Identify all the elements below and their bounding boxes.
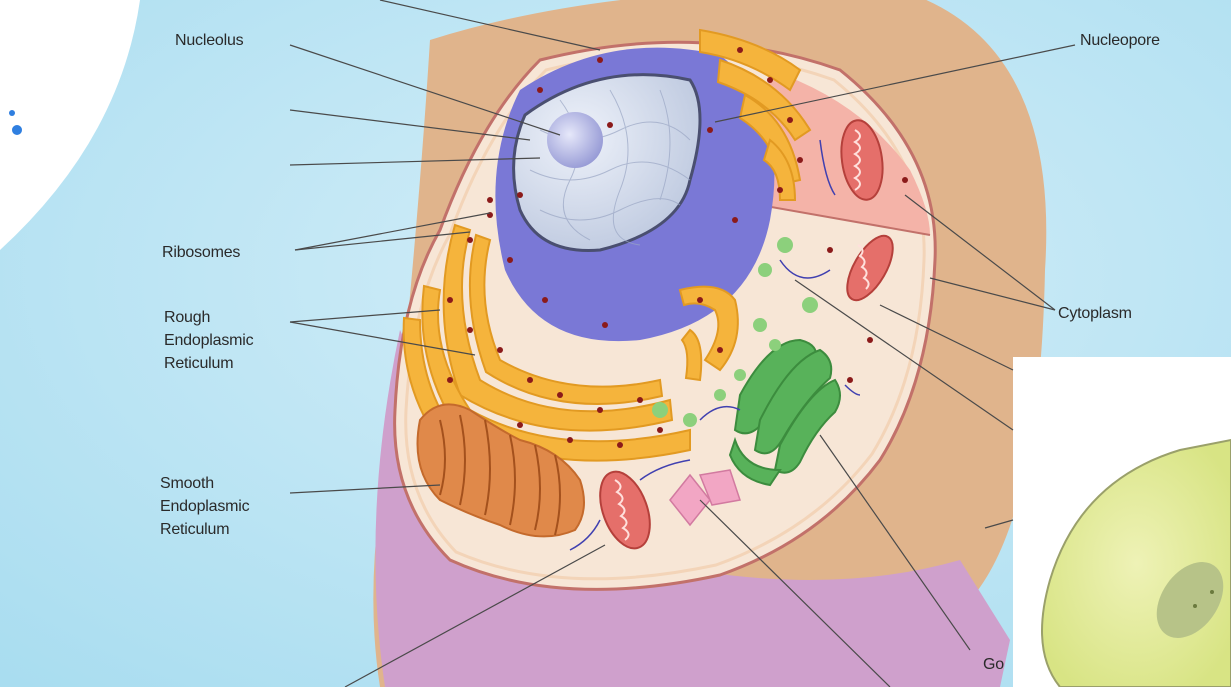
label-smooth-er: Smooth Endoplasmic Reticulum bbox=[160, 472, 249, 541]
label-golgi-partial: Go bbox=[983, 653, 1004, 676]
cursor-dot-small bbox=[9, 110, 15, 116]
label-nucleopore: Nucleopore bbox=[1080, 29, 1160, 52]
nucleolus bbox=[547, 112, 603, 168]
label-cytoplasm: Cytoplasm bbox=[1058, 302, 1132, 325]
plant-cell-dot bbox=[1210, 590, 1214, 594]
label-nucleolus: Nucleolus bbox=[175, 29, 243, 52]
label-rough-er: Rough Endoplasmic Reticulum bbox=[164, 306, 253, 375]
label-ribosomes: Ribosomes bbox=[162, 241, 240, 264]
cursor-dot bbox=[12, 125, 22, 135]
plant-cell-dot bbox=[1193, 604, 1197, 608]
